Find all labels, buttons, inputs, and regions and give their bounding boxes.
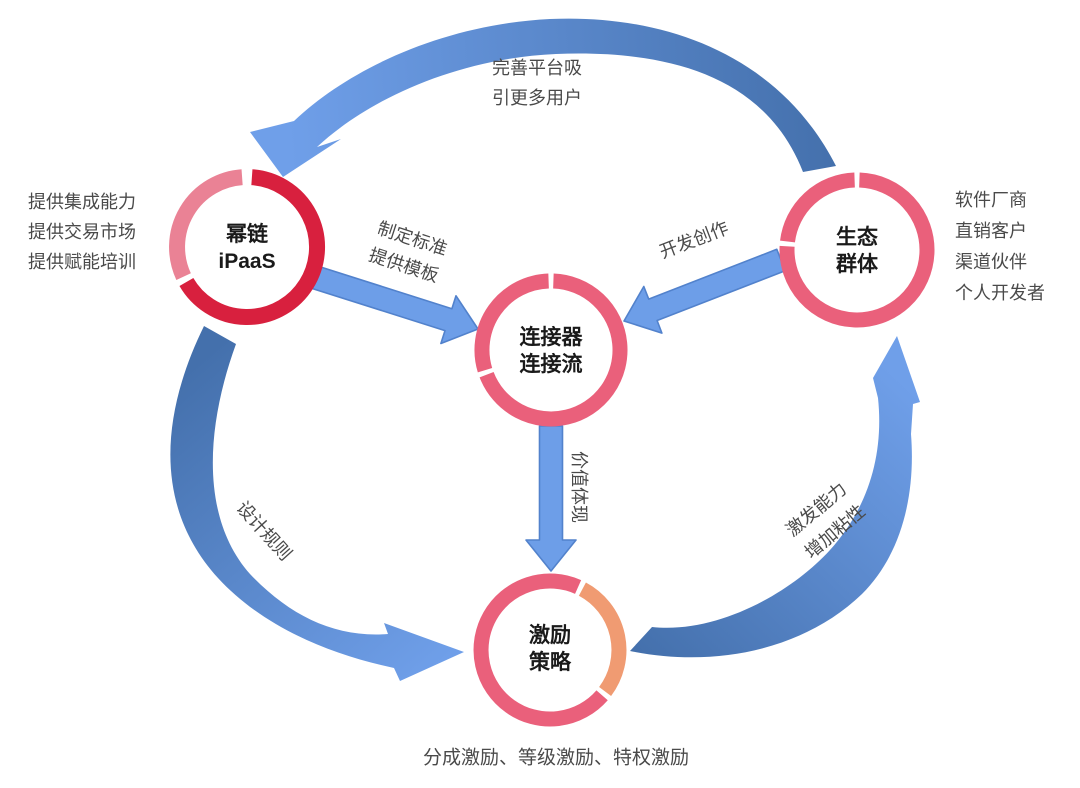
- note-line: 直销客户: [955, 221, 1027, 241]
- ring-incentive: [473, 573, 627, 727]
- note-line: 软件厂商: [955, 190, 1027, 210]
- note-line: 完善平台吸: [492, 58, 582, 78]
- note-line: 提供集成能力: [28, 192, 136, 212]
- ring-segment-incentive-rose: [473, 573, 608, 727]
- node-label-line: 幂链: [226, 223, 268, 246]
- node-ecosystem-label: 生态 群体: [836, 224, 878, 278]
- note-ipaas-offerings: 提供集成能力 提供交易市场 提供赋能培训: [28, 187, 136, 277]
- node-label-line: 连接器: [519, 326, 583, 349]
- ring-segment-ecosystem-rose-b: [780, 172, 856, 243]
- note-line: 引更多用户: [492, 88, 582, 108]
- note-line: 渠道伙伴: [955, 252, 1027, 272]
- arrow-connector-to-incentive: [525, 425, 577, 572]
- note-platform-attract: 完善平台吸 引更多用户: [492, 53, 582, 113]
- ring-segment-connector-rose-a: [479, 273, 628, 427]
- curved-arrow-ipaas-to-incentive: [170, 326, 464, 681]
- curved-arrow-ecosystem-to-ipaas: [250, 18, 836, 177]
- note-line: 提供赋能培训: [28, 252, 136, 272]
- ring-segment-ipaas-red: [179, 169, 326, 325]
- note-line: 提供交易市场: [28, 222, 136, 242]
- node-incentive-label: 激励 策略: [529, 622, 571, 676]
- ring-segment-ipaas-pink: [169, 169, 243, 280]
- node-label-line: 激励: [529, 624, 571, 647]
- caption-incentive-types: 分成激励、等级激励、特权激励: [422, 747, 690, 769]
- ring-ipaas: [169, 169, 326, 325]
- curved-arrows-layer: [170, 18, 920, 681]
- node-label-line: 连接流: [519, 353, 583, 376]
- note-line: 个人开发者: [955, 283, 1045, 303]
- node-label-line: iPaaS: [218, 250, 276, 273]
- arrow-ipaas-to-connector: [309, 265, 479, 345]
- node-label-line: 群体: [836, 253, 878, 276]
- ring-ecosystem: [779, 172, 935, 328]
- arrow-ecosystem-to-connector: [623, 248, 787, 334]
- arrow-label-value: 价值体现: [569, 451, 589, 523]
- ring-segment-connector-rose-b: [474, 273, 550, 373]
- note-ecosystem-members: 软件厂商 直销客户 渠道伙伴 个人开发者: [955, 185, 1045, 309]
- ring-segment-incentive-orange: [578, 582, 627, 697]
- ring-segment-ecosystem-rose-a: [779, 172, 935, 328]
- node-label-line: 策略: [529, 651, 571, 674]
- ring-connector: [474, 273, 628, 427]
- node-connector-label: 连接器 连接流: [520, 324, 583, 378]
- rings-layer: [169, 169, 935, 727]
- straight-arrows-layer: [309, 248, 787, 572]
- node-ipaas-label: 幂链 iPaaS: [218, 221, 275, 275]
- node-label-line: 生态: [836, 226, 878, 249]
- curved-arrow-incentive-to-ecosystem: [630, 336, 920, 658]
